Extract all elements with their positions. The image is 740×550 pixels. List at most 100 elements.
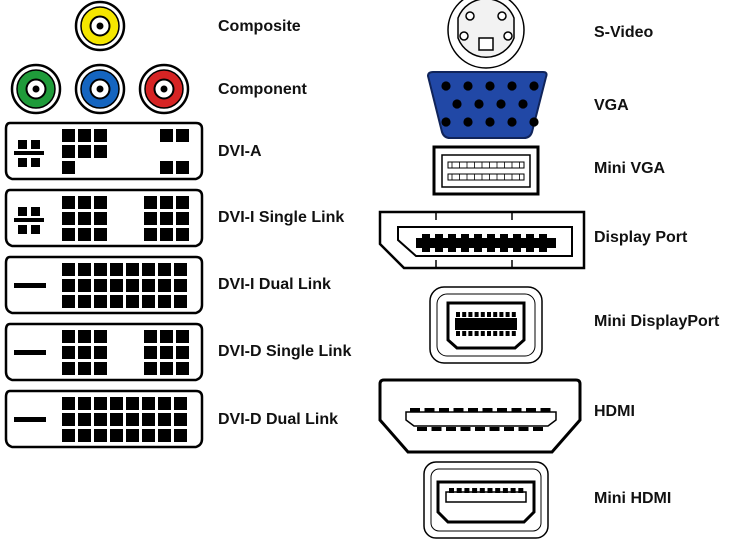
dvi-pin	[62, 145, 75, 158]
dvi-pin	[160, 346, 173, 359]
dvi-pin	[62, 429, 75, 442]
analog-blade	[14, 218, 44, 222]
dvi-pin	[62, 295, 75, 308]
mdp-pin	[499, 312, 504, 317]
dvi-pin	[144, 330, 157, 343]
mdp-tongue	[455, 318, 517, 330]
mdp-pin	[493, 312, 498, 317]
component-rca-icon	[10, 63, 190, 115]
hdmi-pin	[417, 427, 427, 431]
dvi-pin	[78, 295, 91, 308]
dvi-pin	[78, 397, 91, 410]
display-port-label: Display Port	[594, 229, 688, 246]
mini-hdmi-pin	[472, 488, 478, 493]
dvi-pin	[94, 346, 107, 359]
hdmi-pin	[540, 408, 551, 412]
composite-rca-icon	[74, 0, 126, 52]
hdmi-pin	[504, 427, 514, 431]
dvi-pin	[160, 228, 173, 241]
dp-pin	[474, 234, 482, 238]
mdp-pin	[468, 331, 473, 336]
dvi-pin	[174, 413, 187, 426]
hdmi-tongue	[405, 411, 557, 427]
mdp-pin	[487, 331, 491, 336]
dvi-pin	[126, 397, 139, 410]
mdp-pin	[456, 312, 460, 317]
mini-hdmi-pin	[495, 488, 501, 493]
dvi-i-dual-label: DVI-I Dual Link	[218, 276, 331, 293]
dvi-pin	[94, 129, 107, 142]
vga-shell	[426, 71, 548, 139]
vga-pin	[529, 81, 539, 91]
dvi-d-single-icon	[4, 322, 204, 382]
analog-pin	[18, 207, 27, 216]
dvi-pin	[78, 429, 91, 442]
dvi-pin	[126, 279, 139, 292]
dvi-pin	[62, 129, 75, 142]
dp-pin	[448, 248, 456, 252]
dvi-pin	[126, 413, 139, 426]
hdmi-pin	[475, 427, 485, 431]
dp-pin	[461, 248, 469, 252]
dvi-pin	[144, 346, 157, 359]
dvi-i-single-icon	[4, 188, 204, 248]
s-video-label: S-Video	[594, 24, 654, 41]
svideo-pin	[503, 31, 513, 41]
dvi-pin	[62, 212, 75, 225]
dp-pin	[526, 234, 534, 238]
svideo-key	[478, 37, 494, 51]
mdp-pin	[462, 312, 467, 317]
analog-pin	[31, 207, 40, 216]
dvi-pin	[160, 330, 173, 343]
vga-pin	[463, 81, 473, 91]
hdmi-pin	[489, 427, 500, 431]
dvi-pin	[110, 295, 123, 308]
vga-pin	[518, 99, 528, 109]
dvi-pin	[176, 212, 189, 225]
dvi-pin	[94, 429, 107, 442]
vga-pin	[463, 117, 473, 127]
dvi-pin	[94, 263, 107, 276]
dvi-pin	[94, 295, 107, 308]
dvi-pin	[174, 263, 187, 276]
dvi-pin	[78, 196, 91, 209]
component-label: Component	[218, 81, 307, 98]
dvi-i-dual-icon	[4, 255, 204, 315]
dvi-pin	[94, 279, 107, 292]
dvi-pin	[158, 279, 171, 292]
dvi-pin	[144, 212, 157, 225]
dp-pin	[526, 248, 534, 252]
dvi-pin	[110, 263, 123, 276]
dvi-pin	[62, 279, 75, 292]
mini-vga-pin-row	[447, 173, 525, 181]
dp-pin	[513, 248, 521, 252]
ground-blade	[14, 283, 46, 288]
dvi-pin	[176, 228, 189, 241]
dvi-pin	[144, 196, 157, 209]
mini-hdmi-pin	[518, 488, 524, 493]
dvi-pin	[110, 279, 123, 292]
dp-pin	[474, 248, 482, 252]
dvi-pin	[142, 295, 155, 308]
mini-displayport-label: Mini DisplayPort	[594, 313, 720, 330]
mini-hdmi-pin	[479, 488, 485, 493]
mdp-pin	[499, 331, 504, 336]
dvi-pin	[176, 129, 189, 142]
hdmi-pin	[526, 408, 536, 412]
dvi-pin	[94, 413, 107, 426]
dvi-pin	[78, 145, 91, 158]
dvi-pin	[110, 397, 123, 410]
mdp-pin	[474, 312, 479, 317]
dvi-pin	[62, 330, 75, 343]
dvi-pin	[78, 129, 91, 142]
mini-hdmi-pin	[510, 488, 516, 493]
hdmi-label: HDMI	[594, 403, 635, 420]
dp-pin	[422, 248, 430, 252]
vga-pin	[507, 81, 517, 91]
dvi-pin	[176, 346, 189, 359]
svideo-pin	[465, 11, 475, 21]
mdp-pin	[511, 331, 516, 336]
dvi-pin	[126, 263, 139, 276]
dvi-pin	[94, 145, 107, 158]
